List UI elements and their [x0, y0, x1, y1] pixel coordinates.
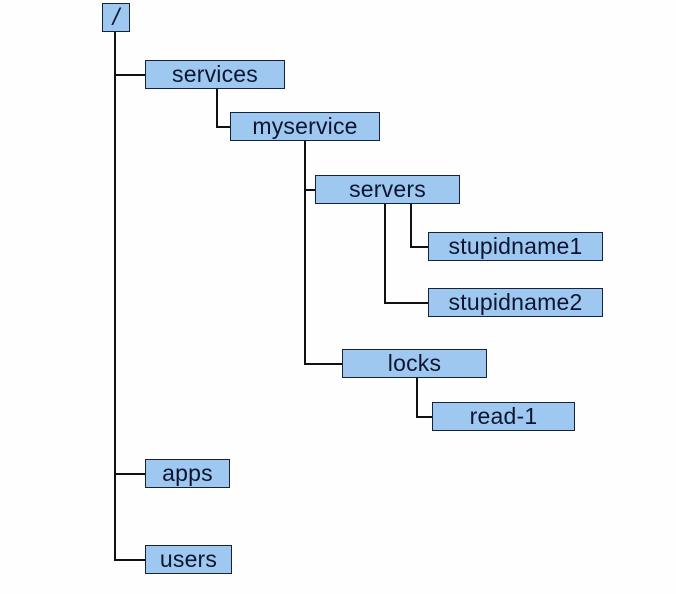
edge-locks-read1 [416, 416, 433, 418]
edge-servers-stupidname1 [410, 246, 429, 248]
edge-root-trunk [114, 32, 116, 560]
tree-node-services[interactable]: services [145, 60, 285, 89]
edge-myservice-trunk [304, 141, 306, 363]
edge-servers-stupidname2 [384, 302, 429, 304]
tree-node-root[interactable]: / [102, 3, 130, 32]
tree-node-users[interactable]: users [145, 545, 232, 574]
tree-node-servers[interactable]: servers [315, 175, 460, 204]
edge-myservice-servers [304, 189, 316, 191]
edge-root-apps [114, 473, 146, 475]
tree-node-apps[interactable]: apps [145, 459, 230, 488]
tree-node-locks[interactable]: locks [342, 349, 487, 378]
edge-services-myservice [216, 126, 231, 128]
tree-node-myservice[interactable]: myservice [230, 112, 380, 141]
edge-services-trunk [216, 89, 218, 126]
tree-node-read1[interactable]: read-1 [432, 402, 575, 431]
tree-node-stupidname1[interactable]: stupidname1 [428, 232, 603, 261]
edge-myservice-locks [304, 363, 343, 365]
edge-locks-trunk [416, 378, 418, 417]
edge-root-services [114, 74, 146, 76]
edge-servers-trunk-1 [410, 204, 412, 246]
edge-root-users [114, 559, 146, 561]
tree-node-stupidname2[interactable]: stupidname2 [428, 288, 603, 317]
edge-servers-trunk-2 [384, 204, 386, 302]
